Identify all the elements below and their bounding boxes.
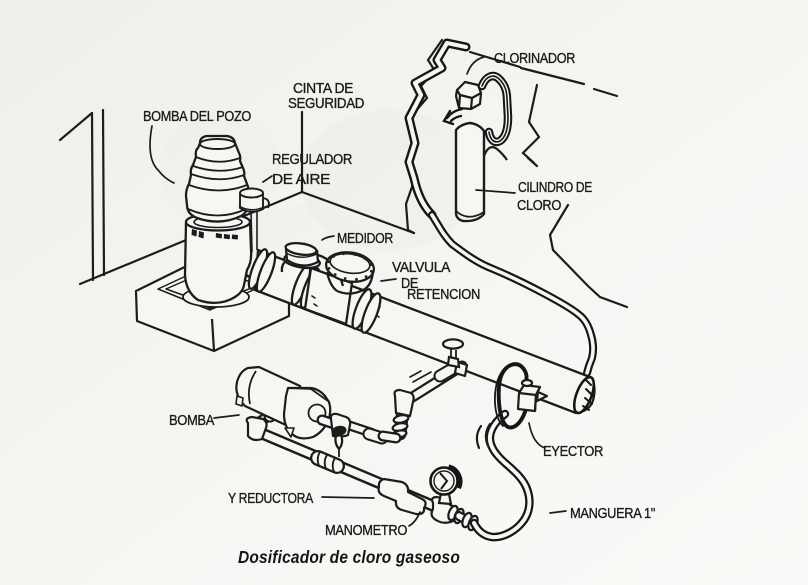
svg-text:Dosificador de cloro gaseoso: Dosificador de cloro gaseoso [238, 547, 460, 567]
svg-text:BOMBA: BOMBA [169, 412, 214, 429]
svg-text:MANGUERA 1": MANGUERA 1" [570, 505, 655, 522]
svg-text:SEGURIDAD: SEGURIDAD [288, 95, 364, 112]
svg-text:MANOMETRO: MANOMETRO [325, 522, 407, 539]
svg-text:EYECTOR: EYECTOR [543, 443, 603, 460]
svg-text:DE AIRE: DE AIRE [272, 171, 330, 188]
svg-text:VALVULA: VALVULA [392, 259, 450, 276]
svg-text:REGULADOR: REGULADOR [272, 151, 352, 168]
svg-text:CLORINADOR: CLORINADOR [494, 50, 575, 67]
svg-text:BOMBA DEL POZO: BOMBA DEL POZO [143, 108, 251, 125]
svg-text:MEDIDOR: MEDIDOR [337, 230, 393, 247]
svg-text:DE: DE [401, 275, 418, 292]
svg-text:Y REDUCTORA: Y REDUCTORA [228, 490, 313, 507]
svg-text:RETENCION: RETENCION [407, 286, 480, 303]
svg-text:CINTA DE: CINTA DE [293, 80, 353, 97]
svg-text:CILINDRO DE: CILINDRO DE [518, 179, 592, 196]
svg-text:CLORO: CLORO [517, 197, 561, 214]
